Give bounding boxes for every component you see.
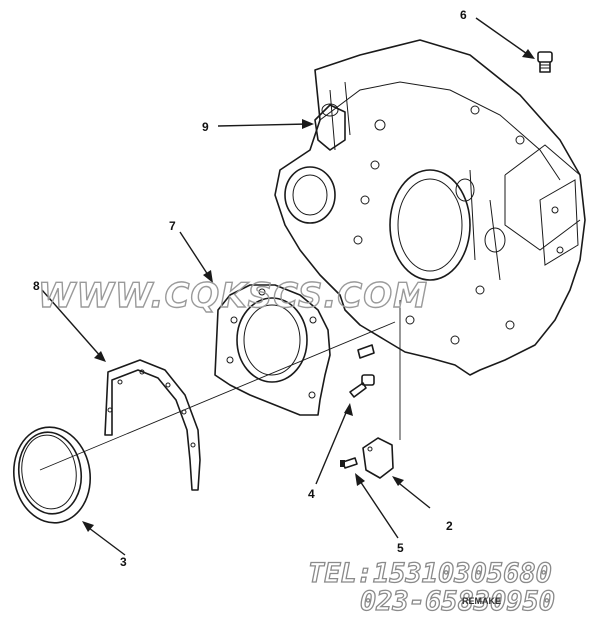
callout-8: 8 bbox=[33, 279, 40, 293]
leader-lines bbox=[41, 17, 535, 556]
callout-2: 2 bbox=[446, 519, 453, 533]
watermark-url: WWW.CQKSCS.COM bbox=[38, 276, 428, 316]
callout-7: 7 bbox=[169, 219, 176, 233]
part-4-screw bbox=[349, 374, 375, 398]
watermark-phone: TEL:15310305680 bbox=[308, 558, 552, 589]
callout-3: 3 bbox=[120, 555, 127, 569]
part-7-seal-housing bbox=[214, 284, 331, 416]
part-5-screw bbox=[340, 457, 358, 469]
watermark-phone-2: 023-65830950 bbox=[360, 586, 555, 617]
callout-9: 9 bbox=[202, 120, 209, 134]
callout-6: 6 bbox=[460, 8, 467, 22]
part-2-cover-plate bbox=[362, 437, 394, 479]
part-3-seal-ring bbox=[12, 426, 92, 524]
part-6-bolt bbox=[537, 51, 553, 73]
callout-4: 4 bbox=[308, 487, 315, 501]
stamp-label: REMAKE bbox=[462, 596, 501, 606]
callout-5: 5 bbox=[397, 541, 404, 555]
part-8-gasket bbox=[104, 359, 201, 491]
crankshaft-axis-line bbox=[39, 321, 396, 471]
flywheel-housing bbox=[274, 39, 586, 376]
callout-labels: 2 3 4 5 6 7 8 9 bbox=[33, 8, 467, 569]
dowel-pin bbox=[357, 344, 375, 359]
